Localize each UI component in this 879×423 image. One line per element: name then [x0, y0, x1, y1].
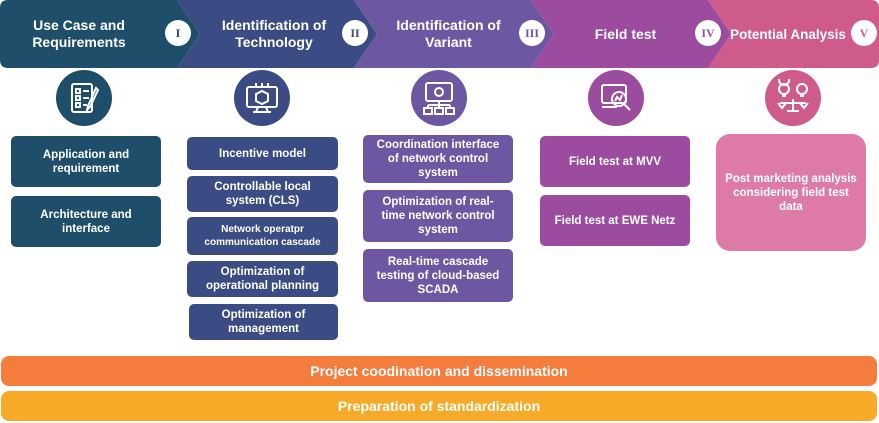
phase2-box-incentive: Incentive model	[187, 137, 338, 170]
phase-numeral-1: I	[165, 20, 191, 46]
phase2-box-cls: Controllable local system (CLS)	[187, 176, 338, 212]
idea-balance-icon	[765, 70, 821, 126]
phase-title-3: Identification of Variant	[396, 17, 501, 50]
analysis-magnifier-icon	[588, 70, 644, 126]
phase-chevron-1: Use Case and Requirements I	[0, 0, 200, 68]
phase4-box-ewe: Field test at EWE Netz	[540, 195, 690, 246]
network-monitor-icon	[411, 70, 467, 126]
phase-title-2: Identification of Technology	[221, 17, 327, 50]
phase3-box-coordination: Coordination interface of network contro…	[363, 135, 513, 183]
phase-chevron-2: Identification of Technology II	[177, 0, 377, 68]
phase-title-5: Potential Analysis	[730, 26, 846, 42]
phase3-box-realtime: Optimization of real-time network contro…	[363, 190, 513, 242]
phase-numeral-2: II	[342, 20, 368, 46]
phase3-box-scada: Real-time cascade testing of cloud-based…	[363, 249, 513, 302]
phase-chevron-5: Potential Analysis V	[708, 0, 879, 68]
phase-title-1: Use Case and Requirements	[32, 17, 126, 50]
standardization-bar: Preparation of standardization	[1, 391, 877, 421]
phase-numeral-5: V	[851, 20, 877, 46]
phase-numeral-3: III	[519, 20, 545, 46]
phase-chevron-3: Identification of Variant III	[354, 0, 554, 68]
checklist-icon	[56, 70, 112, 126]
chip-monitor-icon	[234, 70, 290, 126]
phase5-box-post-marketing: Post marketing analysis considering fiel…	[716, 134, 866, 251]
phase1-box-application: Application and requirement	[11, 136, 161, 187]
phase-title-4: Field test	[594, 25, 657, 42]
phase1-box-architecture: Architecture and interface	[11, 196, 161, 247]
phase4-box-mvv: Field test at MVV	[540, 136, 690, 187]
phase-chevron-4: Field test IV	[531, 0, 731, 68]
phase2-box-operational: Optimization of operational planning	[187, 261, 338, 297]
project-coordination-bar: Project coodination and dissemination	[1, 356, 877, 386]
phase2-box-communication: Network operatpr communication cascade	[187, 217, 338, 255]
phase2-box-management: Optimization of management	[189, 304, 338, 340]
phase-numeral-4: IV	[695, 20, 721, 46]
